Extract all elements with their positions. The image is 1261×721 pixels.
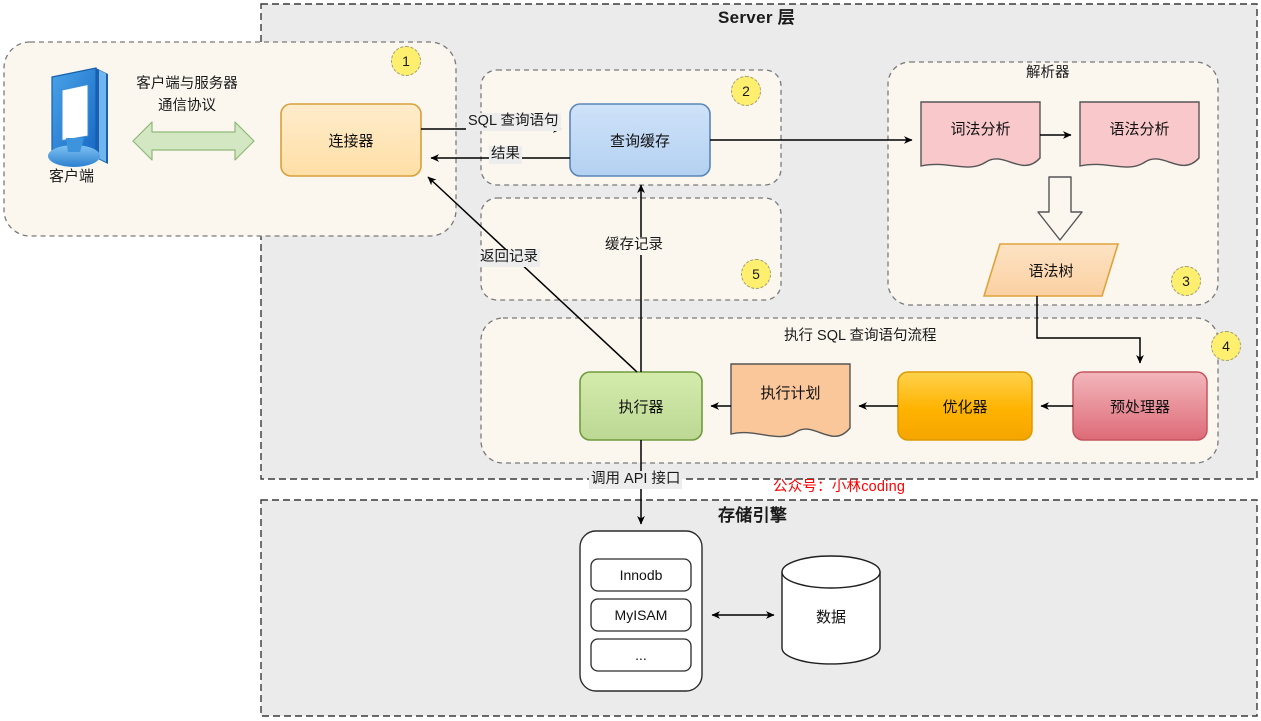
server-layer-title: Server 层 — [718, 8, 796, 27]
region-storage-engine — [260, 499, 1258, 717]
client-protocol-label-line1: 客户端与服务器 — [136, 76, 238, 92]
node-connector[interactable] — [280, 103, 422, 177]
edge-label-return-record: 返回记录 — [478, 249, 540, 267]
client-protocol-label-line2: 通信协议 — [158, 98, 216, 114]
edge-label-sql-query: SQL 查询语句 — [466, 113, 561, 131]
monitor-icon — [48, 67, 108, 167]
node-optimizer[interactable] — [897, 371, 1033, 441]
node-query-cache[interactable] — [569, 103, 711, 177]
node-executor[interactable] — [579, 371, 703, 441]
storage-engine-title: 存储引擎 — [718, 506, 788, 525]
watermark-text: 公众号：小林coding — [773, 479, 906, 495]
execute-zone-title: 执行 SQL 查询语句流程 — [784, 328, 937, 344]
node-data-store — [781, 555, 881, 665]
node-lexical-analysis[interactable] — [920, 101, 1041, 168]
badge-4: 4 — [1211, 331, 1241, 361]
node-execution-plan[interactable] — [730, 363, 851, 438]
client-protocol-arrow — [132, 121, 255, 161]
edge-return-record — [427, 176, 638, 373]
node-preprocessor[interactable] — [1072, 371, 1208, 441]
node-syntax-analysis[interactable] — [1079, 101, 1200, 168]
edge-label-cache-record: 缓存记录 — [603, 237, 665, 255]
edge-tree-to-preprocessor — [1036, 296, 1144, 364]
parser-zone-title: 解析器 — [1026, 65, 1070, 81]
node-syntax-tree[interactable] — [982, 243, 1120, 297]
edge-label-call-api: 调用 API 接口 — [589, 471, 683, 489]
edge-label-result: 结果 — [489, 146, 522, 164]
badge-2: 2 — [731, 76, 761, 106]
badge-3: 3 — [1171, 266, 1201, 296]
client-label: 客户端 — [49, 168, 95, 185]
badge-5: 5 — [741, 259, 771, 289]
badge-1: 1 — [391, 46, 421, 76]
node-engine-stack — [579, 530, 703, 692]
parser-flow-arrow — [1037, 176, 1083, 241]
